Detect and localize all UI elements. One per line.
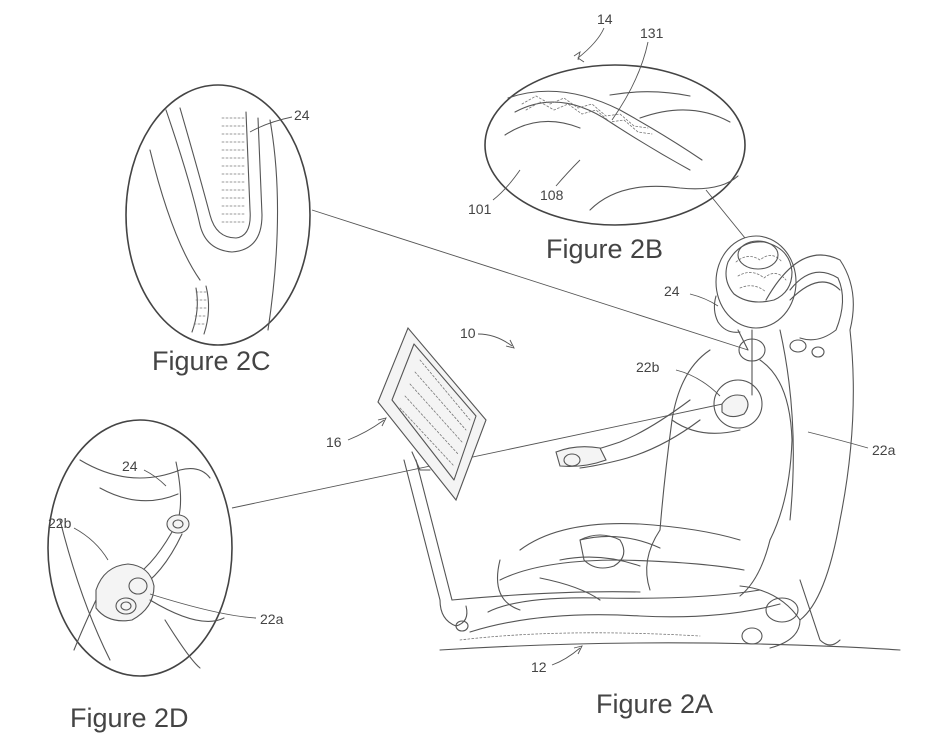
figure-2a-caption: Figure 2A xyxy=(596,689,713,719)
ref-22a-main: 22a xyxy=(872,442,896,458)
ref-24-figure-2d: 24 xyxy=(122,458,138,474)
figure-2b-caption: Figure 2B xyxy=(546,234,663,264)
figure-2b-detail xyxy=(484,64,746,226)
figure-2c-caption: Figure 2C xyxy=(152,346,271,376)
ref-22a-figure-2d: 22a xyxy=(260,611,284,627)
ref-12: 12 xyxy=(531,659,547,675)
figure-2c-detail xyxy=(125,84,311,346)
figure-captions: Figure 2B Figure 2C Figure 2A Figure 2D xyxy=(70,234,713,733)
ref-16: 16 xyxy=(326,434,342,450)
ref-101: 101 xyxy=(468,201,492,217)
figure-2d-detail xyxy=(47,419,233,677)
figure-2a-main xyxy=(377,235,901,651)
ref-131: 131 xyxy=(640,25,664,41)
ref-10: 10 xyxy=(460,325,476,341)
ref-24-head: 24 xyxy=(664,283,680,299)
reference-numerals: 14 131 101 108 24 24 10 22b 16 22a 24 22… xyxy=(48,11,896,675)
ref-22b-figure-2d: 22b xyxy=(48,515,72,531)
ref-108: 108 xyxy=(540,187,564,203)
ref-14: 14 xyxy=(597,11,613,27)
ref-22b-main: 22b xyxy=(636,359,660,375)
reference-leaders xyxy=(73,27,869,666)
figure-2d-caption: Figure 2D xyxy=(70,703,189,733)
ref-24-figure-2c: 24 xyxy=(294,107,310,123)
